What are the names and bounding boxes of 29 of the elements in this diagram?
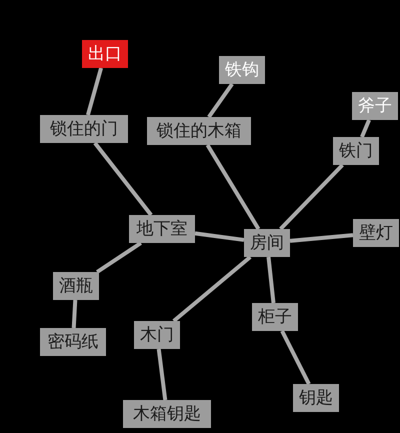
- node-box: 锁住的门: [40, 115, 128, 143]
- node-box: 木箱钥匙: [123, 400, 211, 428]
- connector-line: [279, 164, 344, 230]
- connector-line: [360, 119, 371, 138]
- connector-line: [207, 82, 234, 118]
- node-box: 木门: [134, 321, 180, 349]
- node-box: 铁门: [333, 137, 379, 165]
- node-box: 密码纸: [40, 328, 106, 356]
- node-box: 锁住的木箱: [147, 117, 251, 145]
- connector-line: [290, 233, 354, 243]
- connector-line: [266, 256, 276, 304]
- node-box: 铁钩: [219, 56, 265, 84]
- node-box: 壁灯: [353, 219, 399, 247]
- connector-line: [93, 142, 153, 216]
- connector-line: [86, 67, 103, 116]
- node-box: 地下室: [129, 215, 195, 243]
- connector-line: [172, 255, 252, 323]
- node-box: 出口: [82, 40, 128, 68]
- connector-line: [156, 348, 168, 400]
- connector-line: [194, 231, 244, 242]
- node-box: 柜子: [252, 303, 298, 331]
- node-box: 酒瓶: [53, 272, 99, 300]
- node-box: 钥匙: [293, 384, 339, 412]
- connector-line: [72, 300, 78, 328]
- connector-line: [280, 330, 311, 385]
- node-box: 斧子: [352, 92, 398, 120]
- connector-line: [96, 241, 142, 274]
- node-box: 房间: [244, 229, 290, 257]
- connector-line: [206, 144, 260, 230]
